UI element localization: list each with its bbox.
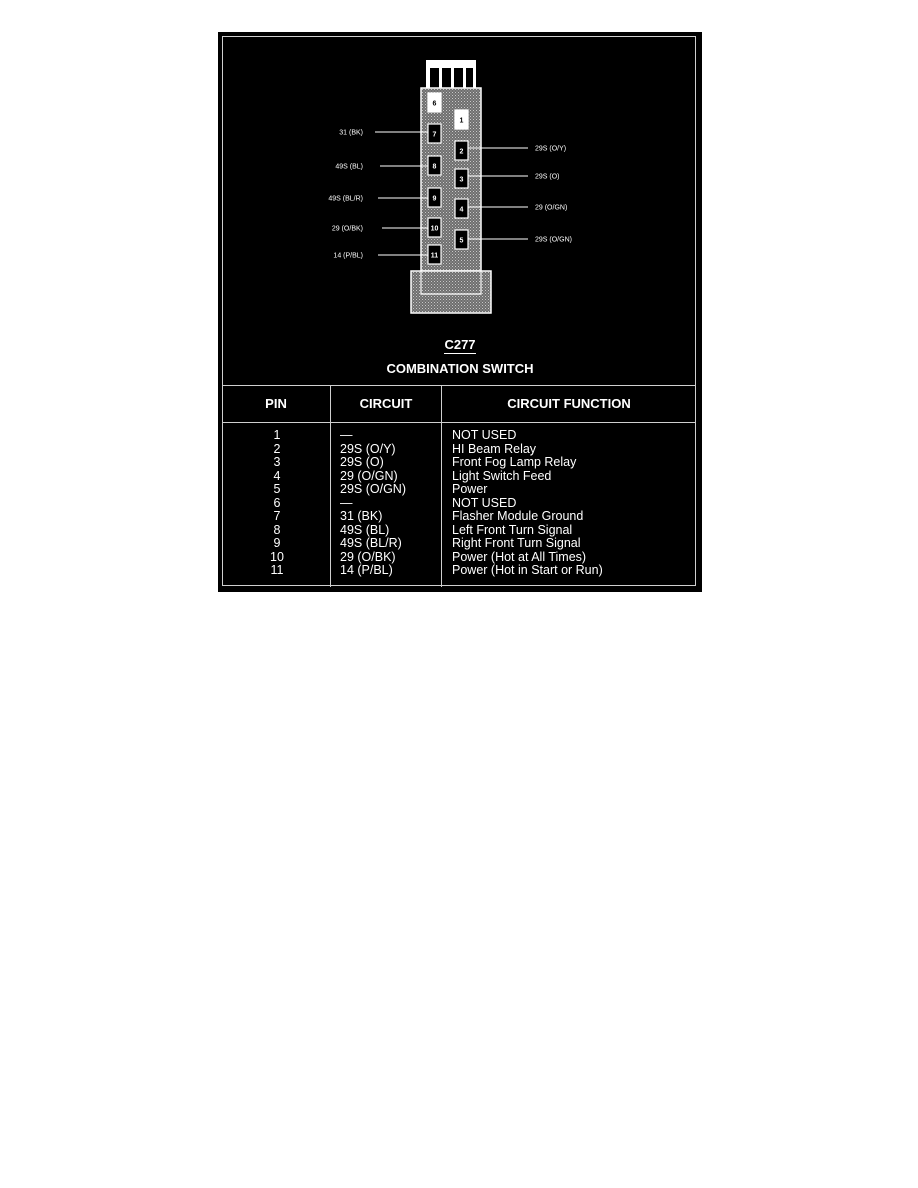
- pin-cell: 7: [273, 509, 281, 523]
- cavity: 6: [427, 92, 442, 113]
- circuit-cell: 29 (O/BK): [340, 549, 396, 564]
- cavity-number: 1: [460, 118, 464, 125]
- pin-cell: 5: [273, 482, 281, 496]
- circuit-callout: 29S (O/Y): [535, 146, 566, 153]
- circuit-callout: 29S (O): [535, 174, 560, 181]
- function-cell: Power (Hot at All Times): [452, 549, 587, 564]
- cavity-number: 5: [460, 238, 464, 245]
- pin-cell: 10: [270, 549, 284, 564]
- connector-latch: [426, 60, 476, 90]
- cavity-number: 9: [433, 196, 437, 203]
- column-divider: [441, 386, 442, 587]
- cavity: 2: [454, 140, 469, 161]
- leader-lines: [375, 131, 528, 256]
- circuit-callout: 14 (P/BL): [333, 253, 363, 260]
- circuit-callout: 29 (O/BK): [332, 226, 363, 233]
- cavity: 1: [454, 109, 469, 130]
- circuit-cell: 49S (BL): [340, 522, 390, 537]
- function-cell: Front Fog Lamp Relay: [452, 455, 577, 469]
- function-cell: HI Beam Relay: [452, 441, 537, 456]
- table-row: 5 29S (O/GN) Power: [222, 482, 696, 497]
- header-pin: PIN: [265, 396, 287, 411]
- table-row: 11 14 (P/BL) Power (Hot in Start or Run): [222, 563, 696, 578]
- cavity: 11: [427, 244, 442, 265]
- circuit-cell: —: [340, 428, 353, 442]
- cavity: 4: [454, 198, 469, 219]
- circuit-callout: 49S (BL): [335, 164, 363, 171]
- circuit-cell: 29S (O): [340, 455, 384, 469]
- function-cell: Power (Hot in Start or Run): [452, 563, 603, 577]
- table-row: 2 29S (O/Y) HI Beam Relay: [222, 441, 696, 457]
- circuit-callout: 49S (BL/R): [328, 196, 363, 203]
- table-row: 10 29 (O/BK) Power (Hot at All Times): [222, 549, 696, 565]
- cavity: 7: [427, 123, 442, 144]
- pin-cell: 1: [273, 428, 281, 442]
- circuit-cell: —: [340, 495, 353, 510]
- circuit-callout: 29S (O/GN): [535, 237, 572, 244]
- connector-name: COMBINATION SWITCH: [386, 361, 534, 376]
- table-row: 1 — NOT USED: [222, 428, 696, 443]
- cavity-number: 11: [431, 253, 439, 260]
- table-row: 8 49S (BL) Left Front Turn Signal: [222, 522, 696, 538]
- circuit-cell: 29S (O/Y): [340, 441, 396, 456]
- cavity-number: 10: [431, 226, 439, 233]
- circuit-cell: 49S (BL/R): [340, 536, 402, 550]
- pin-cell: 6: [273, 495, 281, 510]
- circuit-cell: 31 (BK): [340, 509, 383, 523]
- function-cell: Power: [452, 482, 488, 496]
- circuit-cell: 14 (P/BL): [340, 563, 393, 577]
- cavity-number: 7: [433, 132, 437, 139]
- pin-cell: 2: [273, 441, 281, 456]
- cavity: 8: [427, 155, 442, 176]
- header-circuit-function: CIRCUIT FUNCTION: [507, 396, 631, 411]
- table-row: 3 29S (O) Front Fog Lamp Relay: [222, 455, 696, 470]
- circuit-cell: 29 (O/GN): [340, 468, 398, 483]
- cavity-number: 6: [433, 101, 437, 108]
- table-row: 6 — NOT USED: [222, 495, 696, 511]
- pin-cell: 9: [273, 536, 281, 550]
- cavity-number: 4: [460, 207, 464, 214]
- pin-cell: 4: [273, 468, 281, 483]
- cavity-number: 2: [460, 149, 464, 156]
- connector-id: C277: [444, 337, 476, 354]
- function-cell: Light Switch Feed: [452, 468, 552, 483]
- circuit-callout: 31 (BK): [339, 130, 363, 137]
- header-divider: [222, 422, 696, 423]
- connector-lock-housing: [410, 270, 492, 314]
- circuit-callout: 29 (O/GN): [535, 205, 567, 212]
- cavity: 5: [454, 229, 469, 250]
- cavity: 3: [454, 168, 469, 189]
- cavity: 9: [427, 187, 442, 208]
- function-cell: NOT USED: [452, 495, 517, 510]
- circuit-cell: 29S (O/GN): [340, 482, 406, 496]
- function-cell: NOT USED: [452, 428, 517, 442]
- cavity: 10: [427, 217, 442, 238]
- function-cell: Right Front Turn Signal: [452, 536, 581, 550]
- cavity-number: 3: [460, 177, 464, 184]
- connector-body: [420, 87, 482, 272]
- header-circuit: CIRCUIT: [359, 396, 413, 411]
- table-row: 4 29 (O/GN) Light Switch Feed: [222, 468, 696, 484]
- table-row: 9 49S (BL/R) Right Front Turn Signal: [222, 536, 696, 551]
- column-divider: [330, 386, 331, 587]
- table-row: 7 31 (BK) Flasher Module Ground: [222, 509, 696, 524]
- pin-cell: 8: [273, 522, 281, 537]
- pin-cell: 3: [273, 455, 281, 469]
- callout-labels: 31 (BK) 49S (BL) 49S (BL/R) 29 (O/BK) 14 (P/…: [328, 130, 572, 260]
- table-body: 1 — NOT USED 2 29S (O/Y) HI Beam Relay 3 29S (O…: [222, 428, 696, 578]
- cavity-number: 8: [433, 164, 437, 171]
- function-cell: Left Front Turn Signal: [452, 522, 573, 537]
- pin-cell: 11: [270, 563, 284, 577]
- function-cell: Flasher Module Ground: [452, 509, 584, 523]
- panel-border: [222, 36, 696, 586]
